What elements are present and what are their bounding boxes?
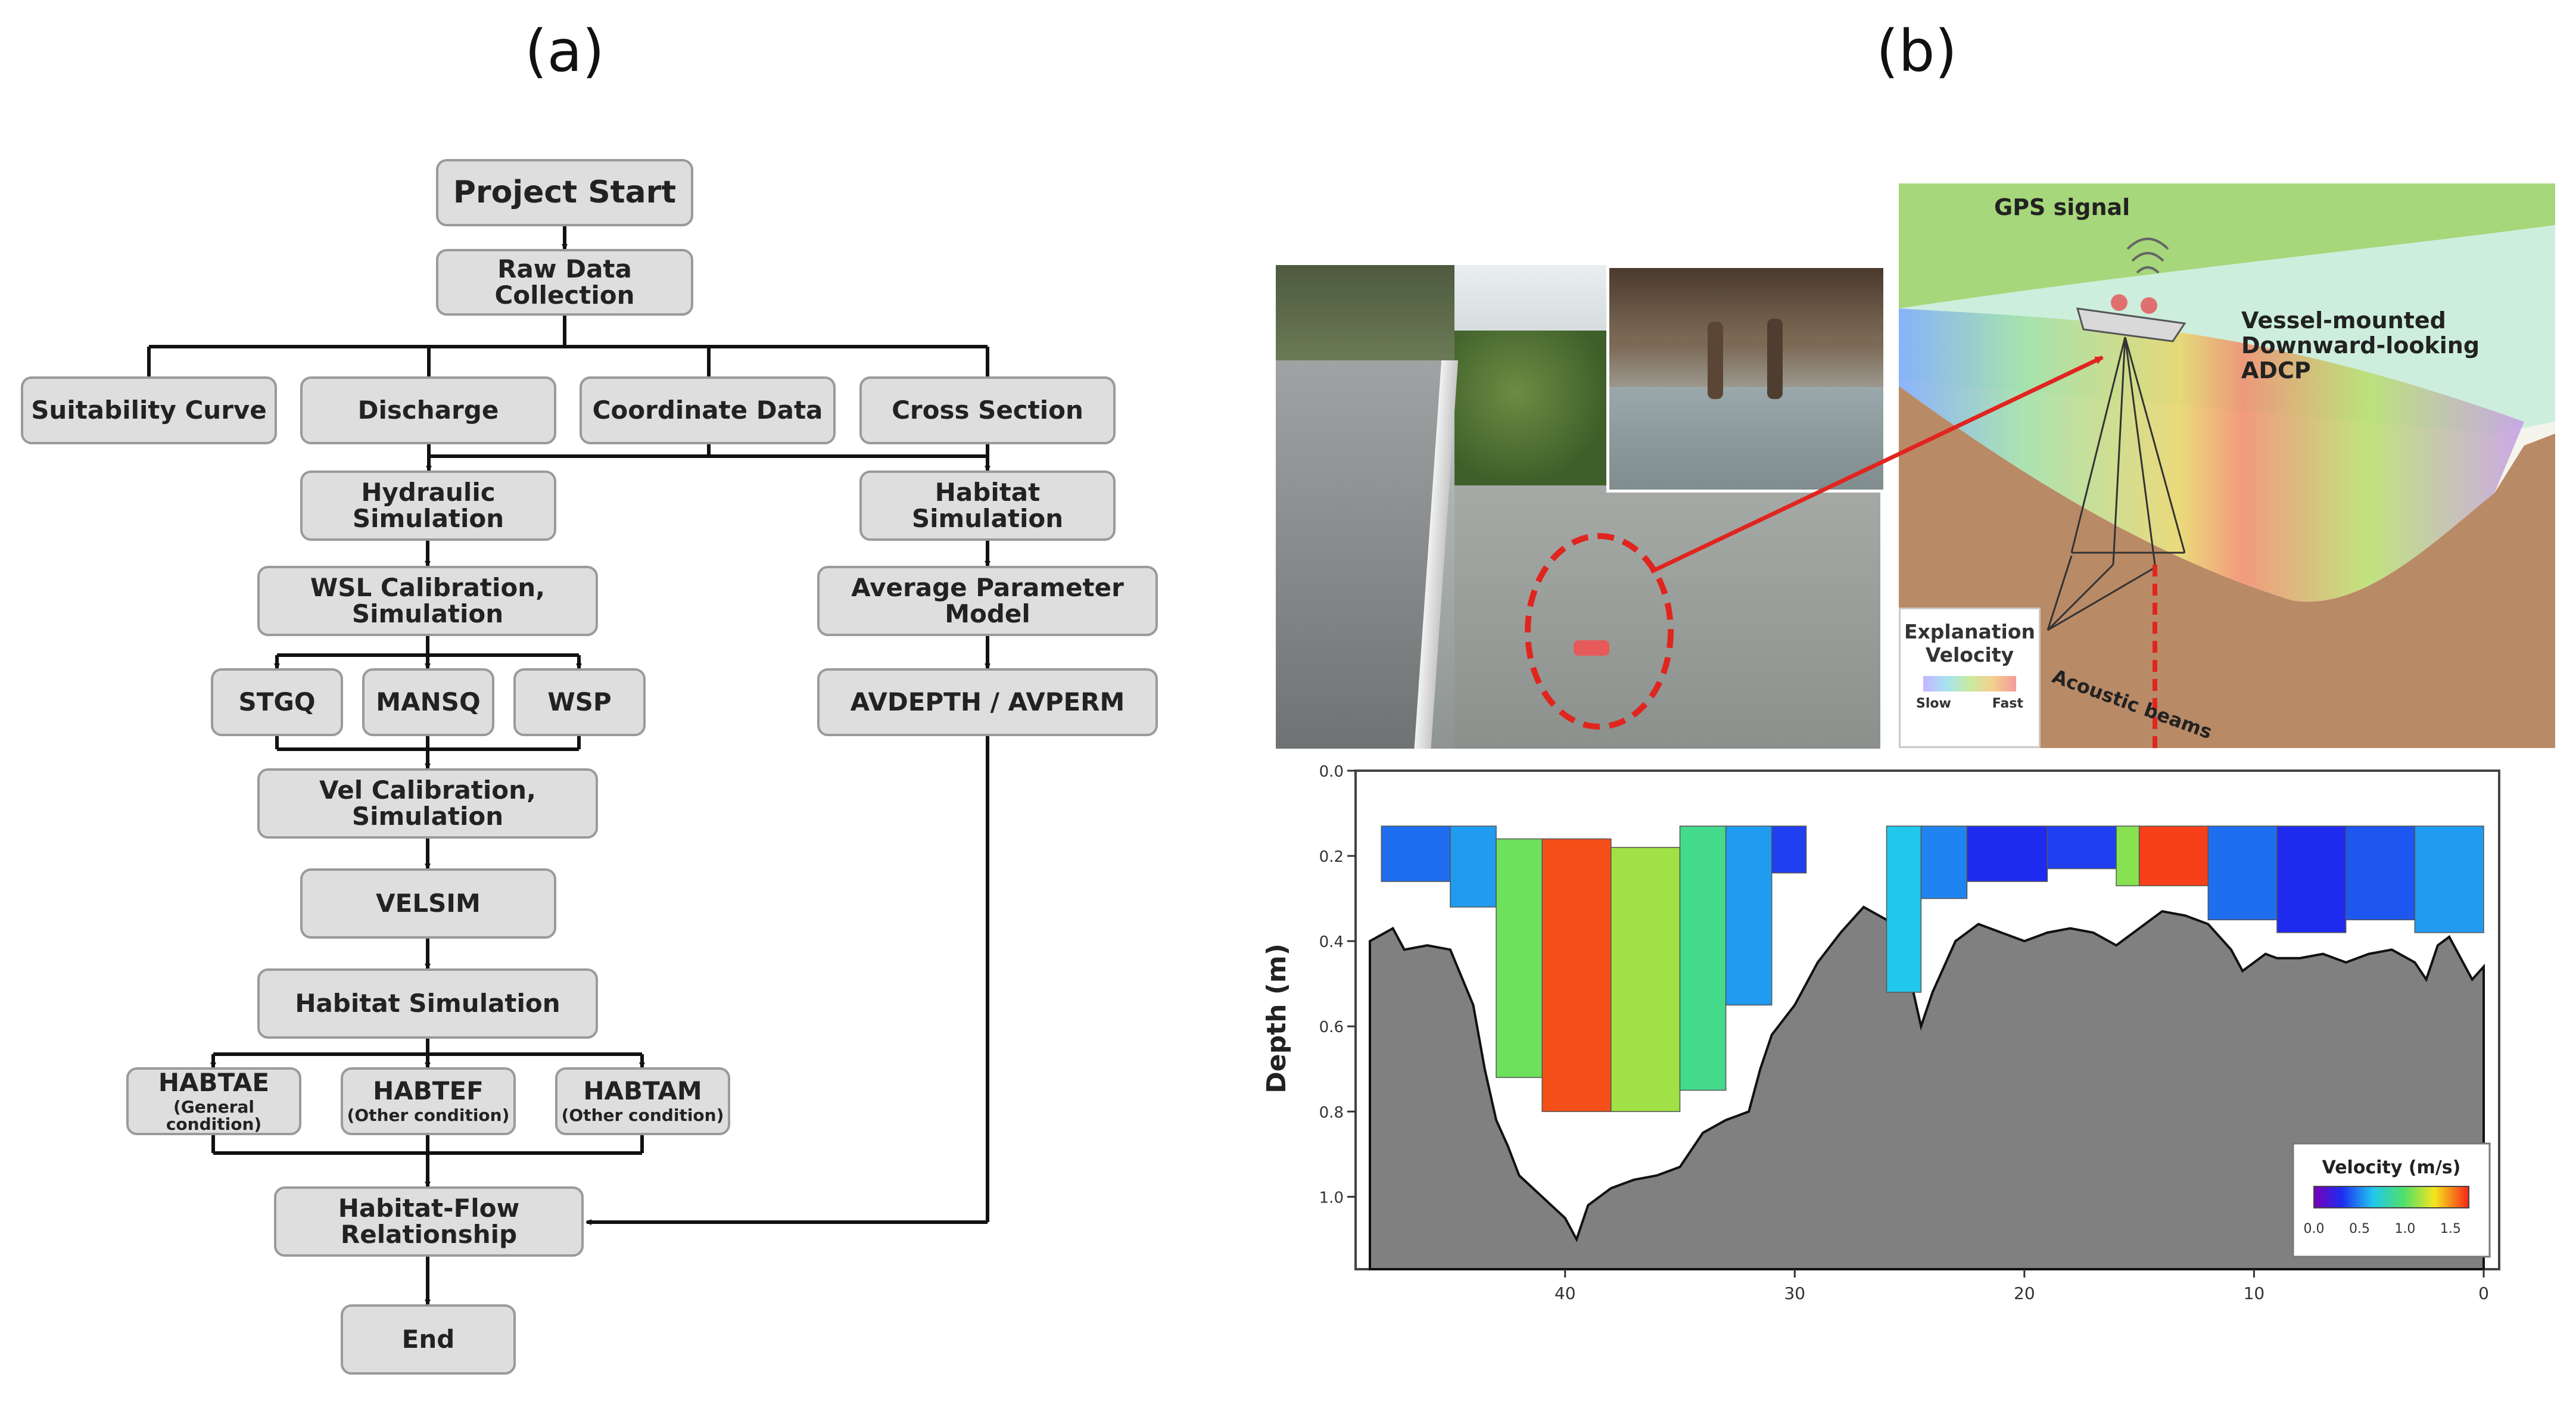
flowchart-panel: Project Start Raw Data Collection Suitab… (0, 0, 1191, 1405)
riverbed-fill (1369, 905, 2485, 1270)
chart-ylabel: Depth (m) (1261, 943, 1292, 1094)
y-tick-label: 0.0 (1319, 763, 1344, 781)
box-vel-calibration: Vel Calibration, Simulation (257, 768, 598, 839)
box-mansq: MANSQ (362, 668, 494, 736)
box-habitat-simulation-right: Habitat Simulation (859, 471, 1116, 541)
y-tick-label: 0.2 (1319, 848, 1344, 866)
riverbed-layer (1369, 905, 2485, 1270)
box-habtef: HABTEF (Other condition) (341, 1067, 516, 1135)
velocity-segment (2276, 825, 2347, 933)
adcp-gps-waves (2126, 238, 2169, 274)
panel-b-label: (b) (1876, 18, 1957, 85)
box-end: End (341, 1304, 516, 1375)
photo-trees (1276, 265, 1454, 360)
velocity-segment (1496, 838, 1543, 1078)
y-tick-label: 0.8 (1319, 1104, 1344, 1121)
box-wsp: WSP (513, 668, 646, 736)
flowchart-connectors (147, 226, 990, 1306)
y-tick-label: 0.4 (1319, 933, 1344, 951)
x-tick-label: 30 (1784, 1283, 1805, 1303)
velocity-segment (1611, 847, 1681, 1113)
vessel-label: Vessel-mounted Downward-looking ADCP (2241, 307, 2480, 384)
box-stgq: STGQ (211, 668, 343, 736)
velocity-profile-chart: 0.0 0.2 0.4 0.6 0.8 1.0 40 30 20 10 0 Depth (m) Ve… (1261, 763, 2500, 1303)
box-suitability-curve: Suitability Curve (21, 376, 277, 444)
box-discharge: Discharge (300, 376, 556, 444)
box-habitat-simulation: Habitat Simulation (257, 968, 598, 1039)
velocity-segment (2138, 825, 2209, 886)
legend-slow: Slow (1916, 696, 1951, 711)
colorbar-tick-label: 0.0 (2304, 1222, 2325, 1236)
x-tick-label: 40 (1555, 1283, 1576, 1303)
velocity-segment (2414, 825, 2484, 933)
photo-vegetation (1454, 331, 1609, 485)
x-tick-label: 0 (2478, 1283, 2489, 1303)
velocity-colorbar: Velocity (m/s) 0.0 0.5 1.0 1.5 (2292, 1142, 2491, 1258)
box-wsl-calibration: WSL Calibration, Simulation (257, 566, 598, 636)
inset-stream (1609, 387, 1883, 490)
box-habtam: HABTAM (Other condition) (555, 1067, 730, 1135)
box-project-start: Project Start (436, 159, 693, 226)
gps-signal-label: GPS signal (1994, 194, 2130, 220)
box-avdepth-avperm: AVDEPTH / AVPERM (817, 668, 1158, 736)
inset-person-2 (1767, 319, 1783, 399)
velocity-segment (2116, 825, 2140, 886)
inset-person-1 (1708, 322, 1723, 399)
box-coordinate-data: Coordinate Data (580, 376, 836, 444)
box-average-parameter-model: Average Parameter Model (817, 566, 1158, 636)
velocity-cells-layer (1381, 825, 2484, 1113)
adcp-schematic: GPS signal Vessel-mounted Downward-looki… (1899, 183, 2555, 748)
x-tick-label: 10 (2244, 1283, 2265, 1303)
legend-fast: Fast (1992, 696, 2023, 711)
y-tick-label: 1.0 (1319, 1189, 1344, 1207)
velocity-segment (1771, 825, 1807, 874)
velocity-segment (2207, 825, 2278, 921)
colorbar-tick-label: 1.0 (2394, 1222, 2415, 1236)
axis-ticks: 0.0 0.2 0.4 0.6 0.8 1.0 40 30 20 10 0 (1319, 763, 2489, 1303)
box-habitat-flow-relationship: Habitat-Flow Relationship (274, 1186, 584, 1257)
adcp-boat (2076, 294, 2186, 342)
colorbar-tick-label: 0.5 (2349, 1222, 2370, 1236)
velocity-segment (2345, 825, 2416, 921)
box-raw-data-collection: Raw Data Collection (436, 249, 693, 316)
velocity-segment (1725, 825, 1773, 1006)
velocity-segment (1381, 825, 1451, 882)
colorbar-tick-label: 1.5 (2440, 1222, 2461, 1236)
panel-a-label: (a) (525, 18, 605, 85)
y-tick-label: 0.6 (1319, 1018, 1344, 1036)
velocity-segment (1450, 825, 1497, 908)
colorbar-title: Velocity (m/s) (2322, 1157, 2461, 1178)
box-velsim: VELSIM (300, 868, 556, 939)
inset-hillside (1609, 268, 1883, 339)
legend-color-bar (1923, 676, 2016, 691)
colorbar-gradient (2313, 1186, 2469, 1208)
field-photo-inset (1606, 265, 1886, 493)
adcp-bank-top (1899, 183, 2555, 309)
velocity-segment (1886, 825, 1922, 993)
photo-adcp-boat (1574, 640, 1609, 656)
photo-water (1454, 485, 1880, 749)
box-cross-section: Cross Section (859, 376, 1116, 444)
x-tick-label: 20 (2014, 1283, 2035, 1303)
box-habtae: HABTAE (General condition) (126, 1067, 301, 1135)
box-hydraulic-simulation: Hydraulic Simulation (300, 471, 556, 541)
adcp-riverbed (1899, 386, 2555, 748)
velocity-segment (1679, 825, 1727, 1091)
velocity-segment (1966, 825, 2048, 882)
adcp-velocity-legend: Explanation Velocity Slow Fast (1899, 608, 2041, 748)
velocity-segment (1541, 838, 1612, 1113)
velocity-segment (2047, 825, 2117, 870)
velocity-segment (1920, 825, 1968, 899)
